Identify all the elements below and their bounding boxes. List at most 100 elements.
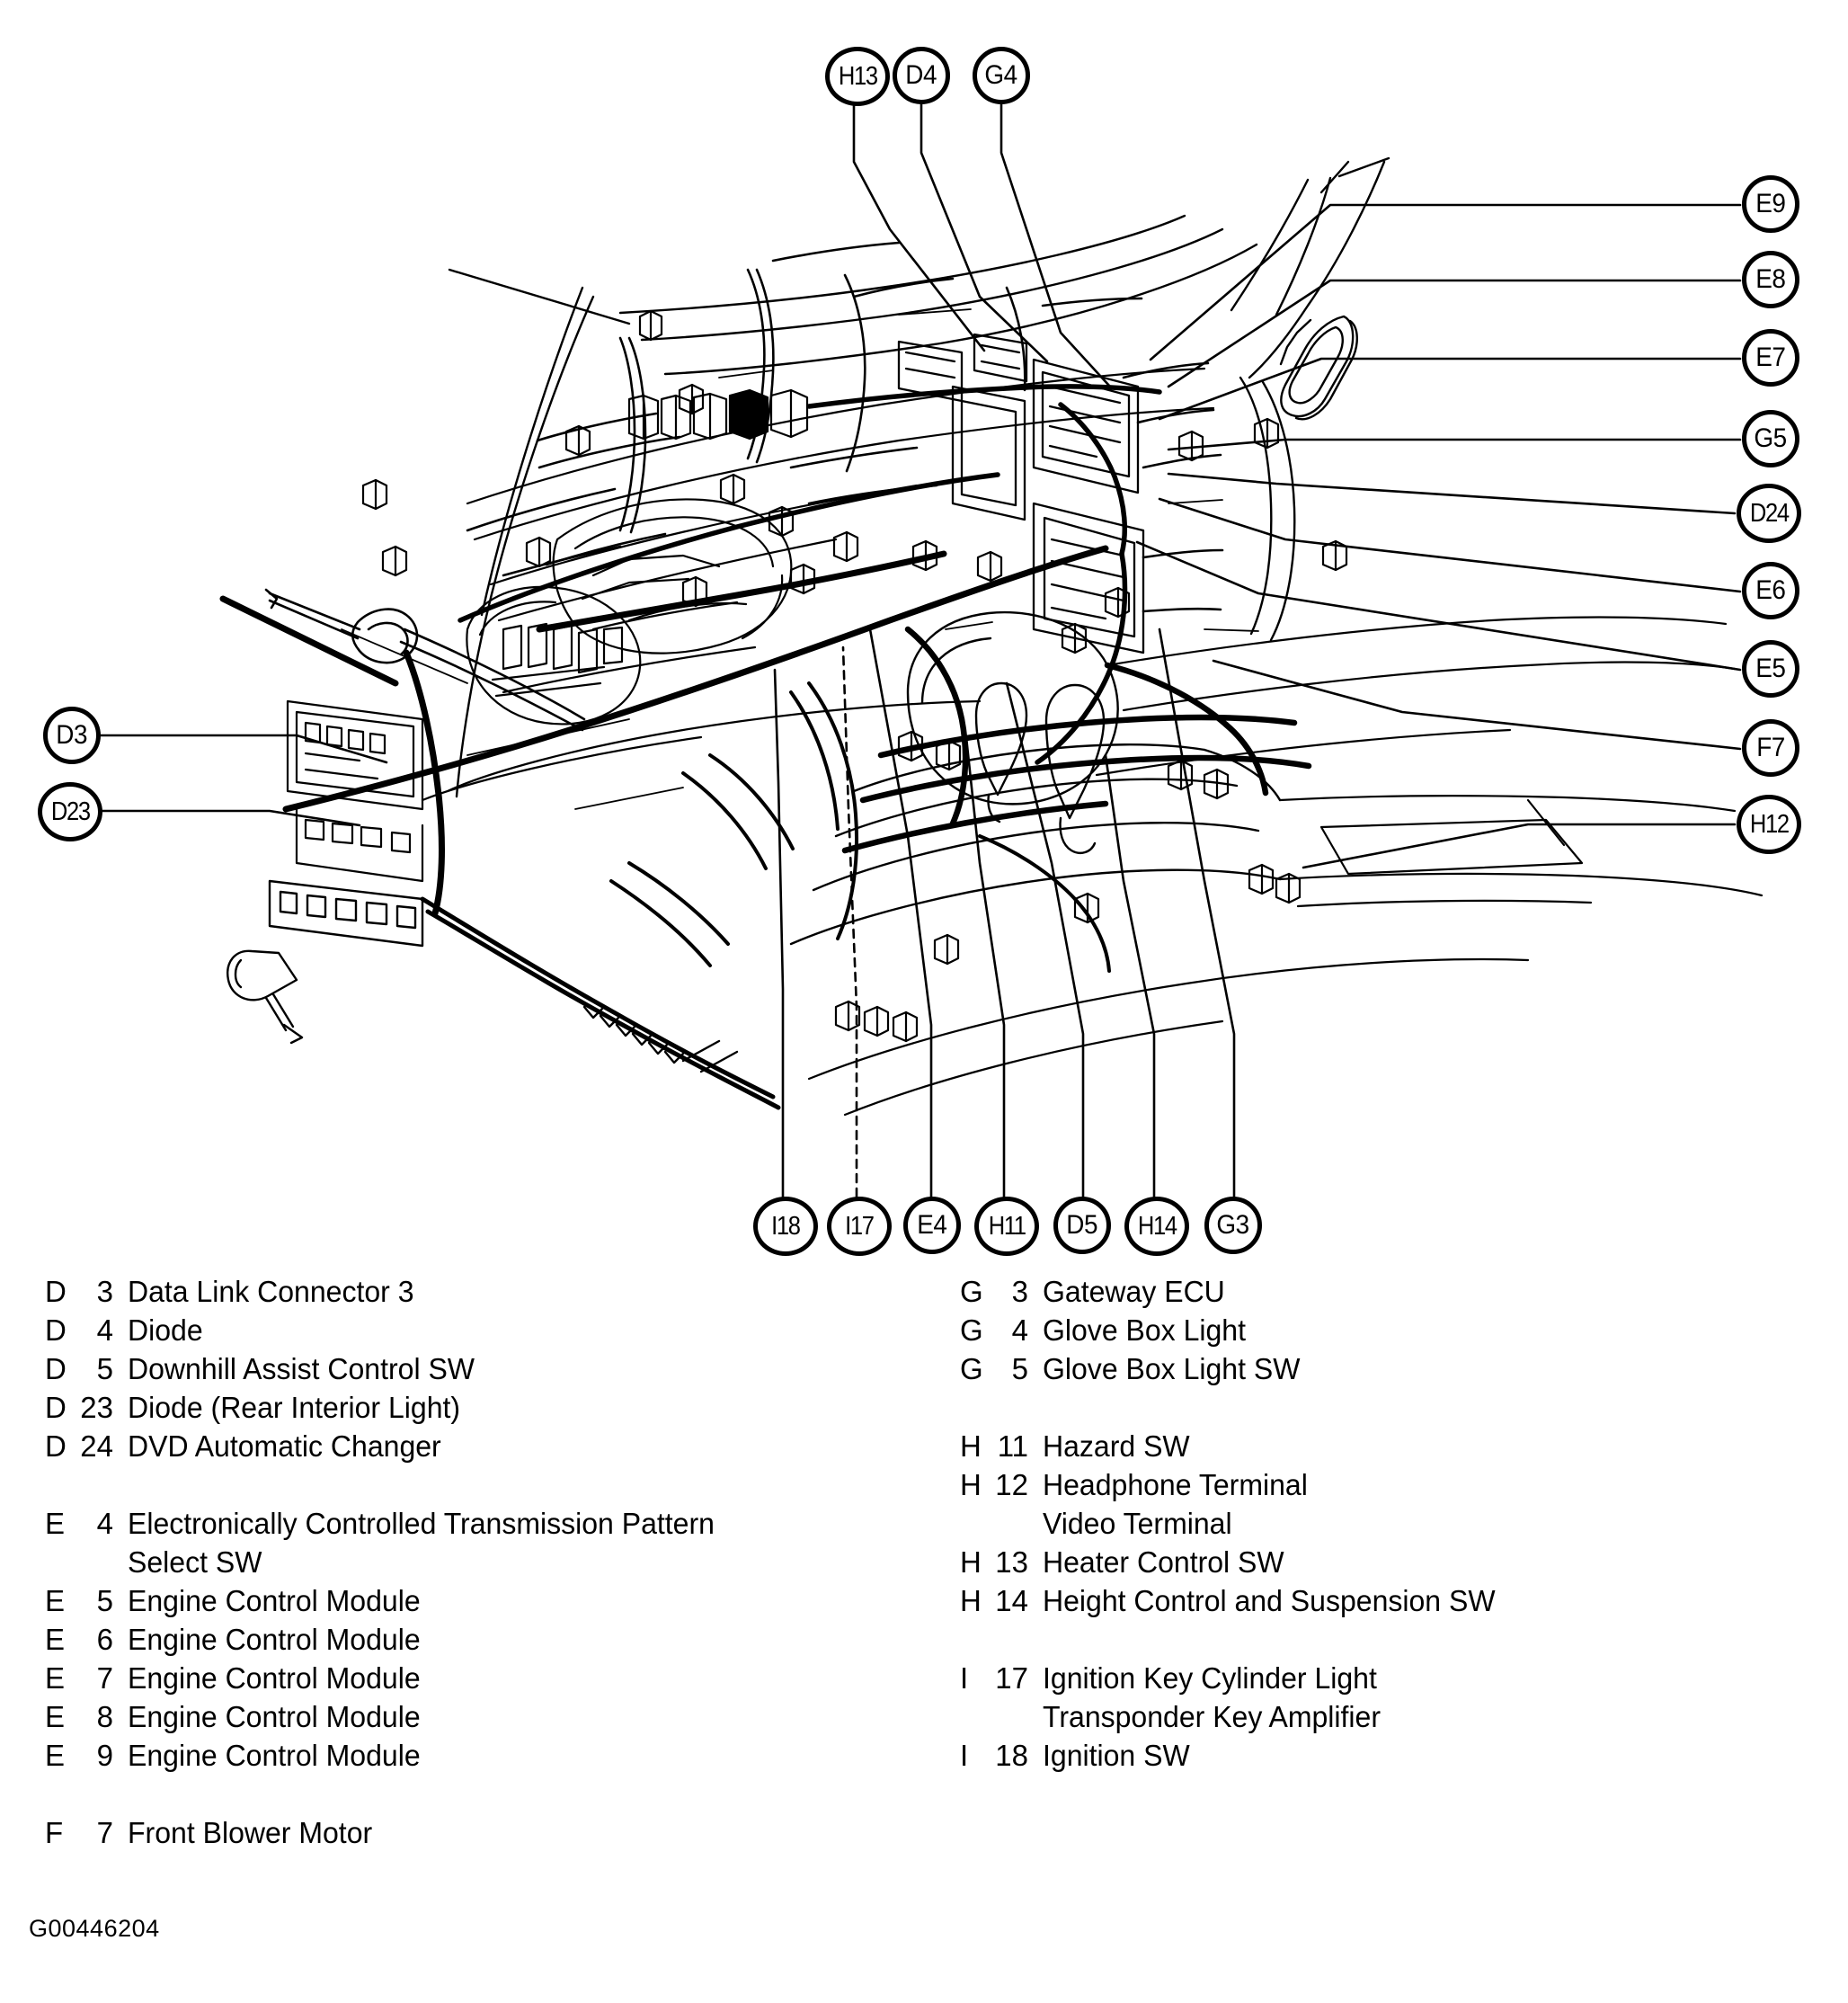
legend-text: Ignition SW — [1043, 1739, 1190, 1772]
callout-bubble-d4[interactable]: D4 — [893, 47, 950, 104]
leader-lines-left — [97, 734, 388, 827]
legend-text: Heater Control SW — [1043, 1545, 1284, 1579]
callout-bubble-g4[interactable]: G4 — [973, 47, 1030, 104]
legend-text: Diode (Rear Interior Light) — [128, 1391, 461, 1424]
legend-text: Transponder Key Amplifier — [1043, 1700, 1381, 1733]
main-harness-trunk — [219, 545, 1109, 917]
callout-bubble-h14[interactable]: H14 — [1124, 1197, 1189, 1256]
callout-label: E6 — [1755, 575, 1786, 605]
right-branch-wires — [1122, 361, 1224, 613]
callout-bubble-d3[interactable]: D3 — [43, 707, 101, 764]
floor-harness — [841, 626, 1312, 854]
dashboard-surface — [421, 367, 1215, 802]
callout-bubble-e8[interactable]: E8 — [1742, 251, 1799, 308]
callout-label: H11 — [988, 1211, 1026, 1241]
fuse-block-left — [286, 699, 424, 883]
legend-group-gap — [960, 1623, 1823, 1661]
callout-label: E8 — [1755, 264, 1786, 294]
callout-bubble-e6[interactable]: E6 — [1742, 562, 1799, 619]
callout-bubble-g5[interactable]: G5 — [1742, 410, 1799, 467]
callout-label: D3 — [56, 720, 88, 750]
callout-bubble-h13[interactable]: H13 — [825, 47, 890, 106]
door-sill-harness — [420, 896, 781, 1110]
center-stack — [951, 358, 1145, 654]
callout-bubble-e7[interactable]: E7 — [1742, 329, 1799, 387]
callout-bubble-h11[interactable]: H11 — [974, 1197, 1039, 1256]
leader-lines-top — [852, 102, 1112, 388]
callout-label: G5 — [1754, 423, 1788, 453]
callout-label: H12 — [1749, 809, 1790, 839]
vehicle-wiring-illustration — [97, 102, 1764, 1198]
console-connectors — [834, 730, 1302, 1043]
legend-text: Headphone Terminal — [1043, 1468, 1308, 1501]
legend-item-continuation: X0Video Terminal — [960, 1507, 1823, 1545]
callout-bubble-e4[interactable]: E4 — [903, 1197, 961, 1254]
legend-text: Engine Control Module — [128, 1700, 421, 1733]
junction-block — [466, 585, 642, 726]
callout-bubble-d23[interactable]: D23 — [38, 782, 102, 841]
callout-bubble-d24[interactable]: D24 — [1737, 484, 1801, 543]
callout-bubble-e9[interactable]: E9 — [1742, 175, 1799, 233]
callout-label: D5 — [1066, 1210, 1098, 1240]
steering-column — [264, 588, 586, 732]
callout-bubble-d5[interactable]: D5 — [1053, 1197, 1111, 1254]
legend-item-continuation: X0Select SW — [45, 1545, 908, 1584]
legend-item-continuation: X0Transponder Key Amplifier — [960, 1700, 1823, 1739]
harness-clips — [361, 309, 1348, 654]
connector-cluster-left — [227, 879, 424, 1045]
callout-label: H14 — [1137, 1211, 1177, 1241]
detail-lines — [341, 308, 1259, 810]
callout-label: E9 — [1755, 189, 1786, 218]
callout-bubble-e5[interactable]: E5 — [1742, 640, 1799, 698]
legend-group-gap — [960, 1391, 1823, 1429]
document-id-code: G00446204 — [29, 1915, 160, 1942]
callout-label: I17 — [845, 1211, 875, 1241]
legend-text: Engine Control Module — [128, 1584, 421, 1617]
legend-text: Hazard SW — [1043, 1429, 1190, 1463]
callout-label: F7 — [1756, 733, 1785, 762]
callout-bubble-i17[interactable]: I17 — [827, 1197, 892, 1256]
callout-label: D24 — [1749, 498, 1790, 528]
callout-bubble-g3[interactable]: G3 — [1204, 1197, 1262, 1254]
callout-bubble-i18[interactable]: I18 — [753, 1197, 818, 1256]
harness-branches-dash — [466, 241, 1143, 577]
callout-bubble-f7[interactable]: F7 — [1742, 719, 1799, 777]
legend-text: Engine Control Module — [128, 1661, 421, 1695]
heater-control-panel — [897, 333, 1028, 403]
legend-text: Front Blower Motor — [128, 1816, 373, 1849]
callout-bubble-h12[interactable]: H12 — [1737, 795, 1801, 854]
floor-console — [789, 610, 1282, 946]
